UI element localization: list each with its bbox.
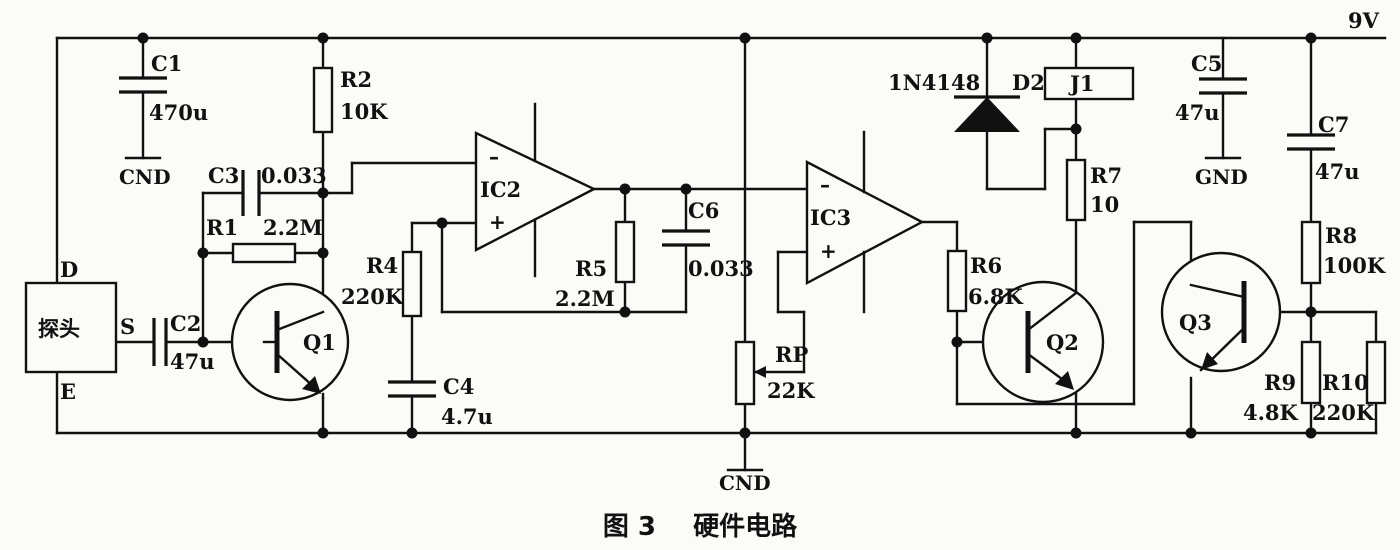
r4-ref: R4 (366, 253, 398, 278)
transistor-q2 (981, 280, 1105, 404)
c2-value: 47u (170, 349, 215, 374)
probe-pin-s: S (120, 314, 135, 339)
ic2-minus: – (489, 145, 499, 169)
c4-value: 4.7u (441, 404, 493, 429)
r4-value: 220K (341, 284, 404, 309)
probe-pin-d: D (60, 257, 78, 282)
c3-ref: C3 (208, 163, 239, 188)
r6-ref: R6 (970, 253, 1002, 278)
c3-value: 0.033 (261, 163, 327, 188)
ic3-ref: IC3 (810, 205, 851, 230)
junction-dots (137, 32, 1317, 439)
c5-ground-label: GND (1195, 165, 1248, 189)
r10-value: 220K (1312, 400, 1375, 425)
probe-label: 探头 (38, 317, 80, 341)
r8-value: 100K (1323, 253, 1386, 278)
j1-ref: J1 (1068, 71, 1095, 96)
capacitor-c1 (119, 76, 167, 94)
c1-value: 470u (149, 100, 208, 125)
resistor-r2 (312, 66, 334, 134)
resistor-r4 (401, 250, 423, 318)
ic3-plus: + (820, 239, 837, 263)
resistor-r5 (614, 220, 636, 284)
capacitor-c4 (388, 380, 436, 398)
r5-ref: R5 (575, 256, 607, 281)
r5-value: 2.2M (555, 286, 615, 311)
opamp-ic2 (474, 102, 597, 278)
ic3-minus: – (820, 173, 830, 197)
ic2-plus: + (489, 210, 506, 234)
resistor-r1 (231, 242, 297, 264)
r7-value: 10 (1090, 192, 1119, 217)
transistor-q1 (230, 282, 350, 402)
ic2-ref: IC2 (480, 177, 521, 202)
c4-ref: C4 (443, 374, 474, 399)
c7-value: 47u (1315, 159, 1360, 184)
c1-ground-label: CND (119, 165, 171, 189)
c6-ref: C6 (688, 198, 719, 223)
transistor-q3 (1160, 251, 1282, 373)
relay-j1 (1043, 66, 1135, 101)
resistor-r9 (1300, 340, 1322, 405)
potentiometer-rp (734, 340, 766, 406)
figure-title: 硬件电路 (693, 512, 798, 542)
q2-ref: Q2 (1046, 330, 1079, 355)
d2-ref: D2 (1012, 70, 1045, 95)
d2-part: 1N4148 (888, 70, 980, 95)
capacitor-c5 (1199, 77, 1247, 95)
r10-ref: R10 (1322, 370, 1369, 395)
c5-ref: C5 (1191, 51, 1222, 76)
r1-ref: R1 (206, 215, 238, 240)
r2-ref: R2 (340, 67, 372, 92)
q1-ref: Q1 (303, 330, 336, 355)
c7-ref: C7 (1318, 112, 1349, 137)
figure-caption: 图 3 硬件电路 (0, 506, 1400, 543)
c5-value: 47u (1175, 100, 1220, 125)
resistor-r7 (1065, 158, 1087, 222)
supply-label: 9V (1348, 8, 1380, 33)
capacitor-c2 (152, 318, 168, 366)
r8-ref: R8 (1325, 223, 1357, 248)
probe-box (24, 281, 118, 374)
q3-ref: Q3 (1179, 310, 1212, 335)
r1-value: 2.2M (263, 215, 323, 240)
opamp-ic3 (805, 130, 925, 314)
c2-ref: C2 (170, 311, 201, 336)
capacitor-c7 (1287, 133, 1335, 151)
resistor-r10 (1365, 340, 1387, 405)
r7-ref: R7 (1090, 163, 1122, 188)
figure-number: 图 3 (602, 512, 657, 542)
probe-pin-e: E (60, 379, 76, 404)
r2-value: 10K (340, 99, 388, 124)
rp-ref: RP (775, 342, 808, 367)
main-ground-label: CND (719, 471, 771, 495)
c1-ref: C1 (151, 51, 182, 76)
circuit-schematic: 9V 探头 D S E C1 470u CND R2 10K C3 0.033 … (24, 8, 1387, 495)
rp-value: 22K (767, 378, 815, 403)
capacitor-c6 (662, 229, 710, 247)
resistor-r8 (1300, 220, 1322, 285)
diode-d2 (954, 95, 1020, 132)
r9-ref: R9 (1264, 370, 1296, 395)
resistor-r6 (946, 249, 968, 313)
c6-value: 0.033 (688, 256, 754, 281)
capacitor-c3 (241, 170, 261, 216)
r6-value: 6.8K (968, 284, 1024, 309)
r9-value: 4.8K (1243, 400, 1299, 425)
wires (55, 36, 1387, 472)
